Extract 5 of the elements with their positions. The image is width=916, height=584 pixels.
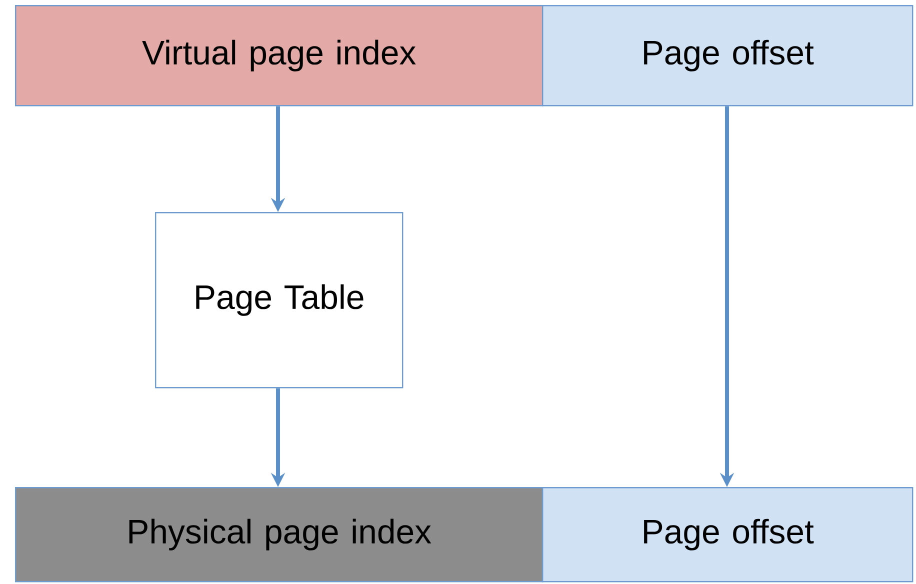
field-box: Page offset <box>542 487 914 582</box>
field-box: Virtual page index <box>15 5 544 106</box>
process-box: Page Table <box>155 212 404 388</box>
field-box: Page offset <box>542 5 914 106</box>
field-box: Physical page index <box>15 487 544 582</box>
